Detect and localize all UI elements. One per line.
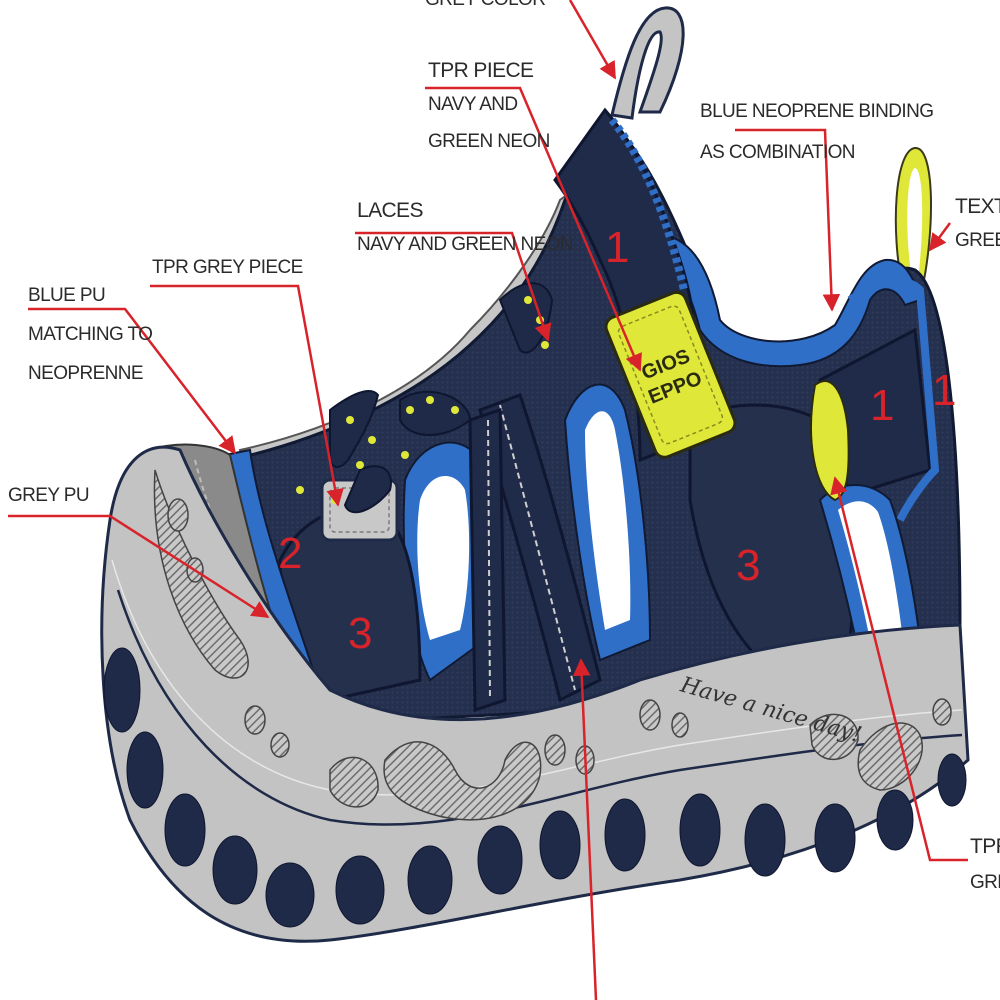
- label-blue-pu-line2: NEOPRENNE: [28, 363, 144, 384]
- label-laces-title: LACES: [357, 199, 423, 222]
- label-blue-pu: BLUE PU MATCHING TO NEOPRENNE: [28, 285, 153, 384]
- part-number-1-edge: 1: [932, 366, 956, 415]
- center-strap: [478, 393, 602, 703]
- label-grey-pu: GREY PU: [8, 485, 90, 506]
- callout-leaders: [8, 0, 968, 1000]
- label-tpr-piece: TPR PIECE NAVY AND GREEN NEON: [428, 60, 550, 151]
- label-tpr-bottom-line1: GREE: [970, 872, 1000, 893]
- label-tpr-grey: TPR GREY PIECE: [152, 258, 303, 277]
- label-binding: BLUE NEOPRENE BINDING AS COMBINATION: [700, 101, 934, 163]
- label-grey-color: GREY COLOR: [425, 0, 546, 9]
- part-number-3-quarter: 3: [736, 541, 760, 590]
- heel-pull-loop: [610, 6, 685, 120]
- label-grey-color-title: GREY COLOR: [425, 0, 546, 9]
- label-tpr-bottom-title: TPR: [970, 835, 1000, 858]
- label-tpr-piece-title: TPR PIECE: [428, 59, 534, 82]
- label-tpr-piece-line1: NAVY AND: [428, 94, 518, 115]
- label-tpr-bottom: TPR GREE: [970, 836, 1000, 892]
- tpr-logo-piece: GIOS EPPO: [604, 290, 737, 459]
- label-textile-title: TEXTIL: [955, 195, 1000, 218]
- sole-tread-lugs: [103, 647, 967, 928]
- part-number-1-heel-strap: 1: [870, 381, 894, 430]
- part-number-1-top-strap: 1: [605, 223, 629, 272]
- label-textile-line1: GREEN: [955, 230, 1000, 251]
- label-binding-line1: AS COMBINATION: [700, 142, 855, 163]
- label-blue-pu-title: BLUE PU: [28, 285, 106, 306]
- label-tpr-piece-line2: GREEN NEON: [428, 131, 550, 152]
- label-textile: TEXTIL GREEN: [955, 196, 1000, 250]
- label-tpr-grey-title: TPR GREY PIECE: [152, 257, 303, 278]
- label-laces: LACES NAVY AND GREEN NEON: [357, 199, 574, 255]
- sole-pattern: [153, 469, 952, 821]
- label-blue-pu-line1: MATCHING TO: [28, 324, 153, 345]
- part-number-2: 2: [278, 529, 302, 578]
- part-number-3-toe: 3: [348, 609, 372, 658]
- label-binding-title: BLUE NEOPRENE BINDING: [700, 101, 934, 122]
- label-grey-pu-title: GREY PU: [8, 485, 90, 506]
- label-laces-line1: NAVY AND GREEN NEON: [357, 234, 574, 255]
